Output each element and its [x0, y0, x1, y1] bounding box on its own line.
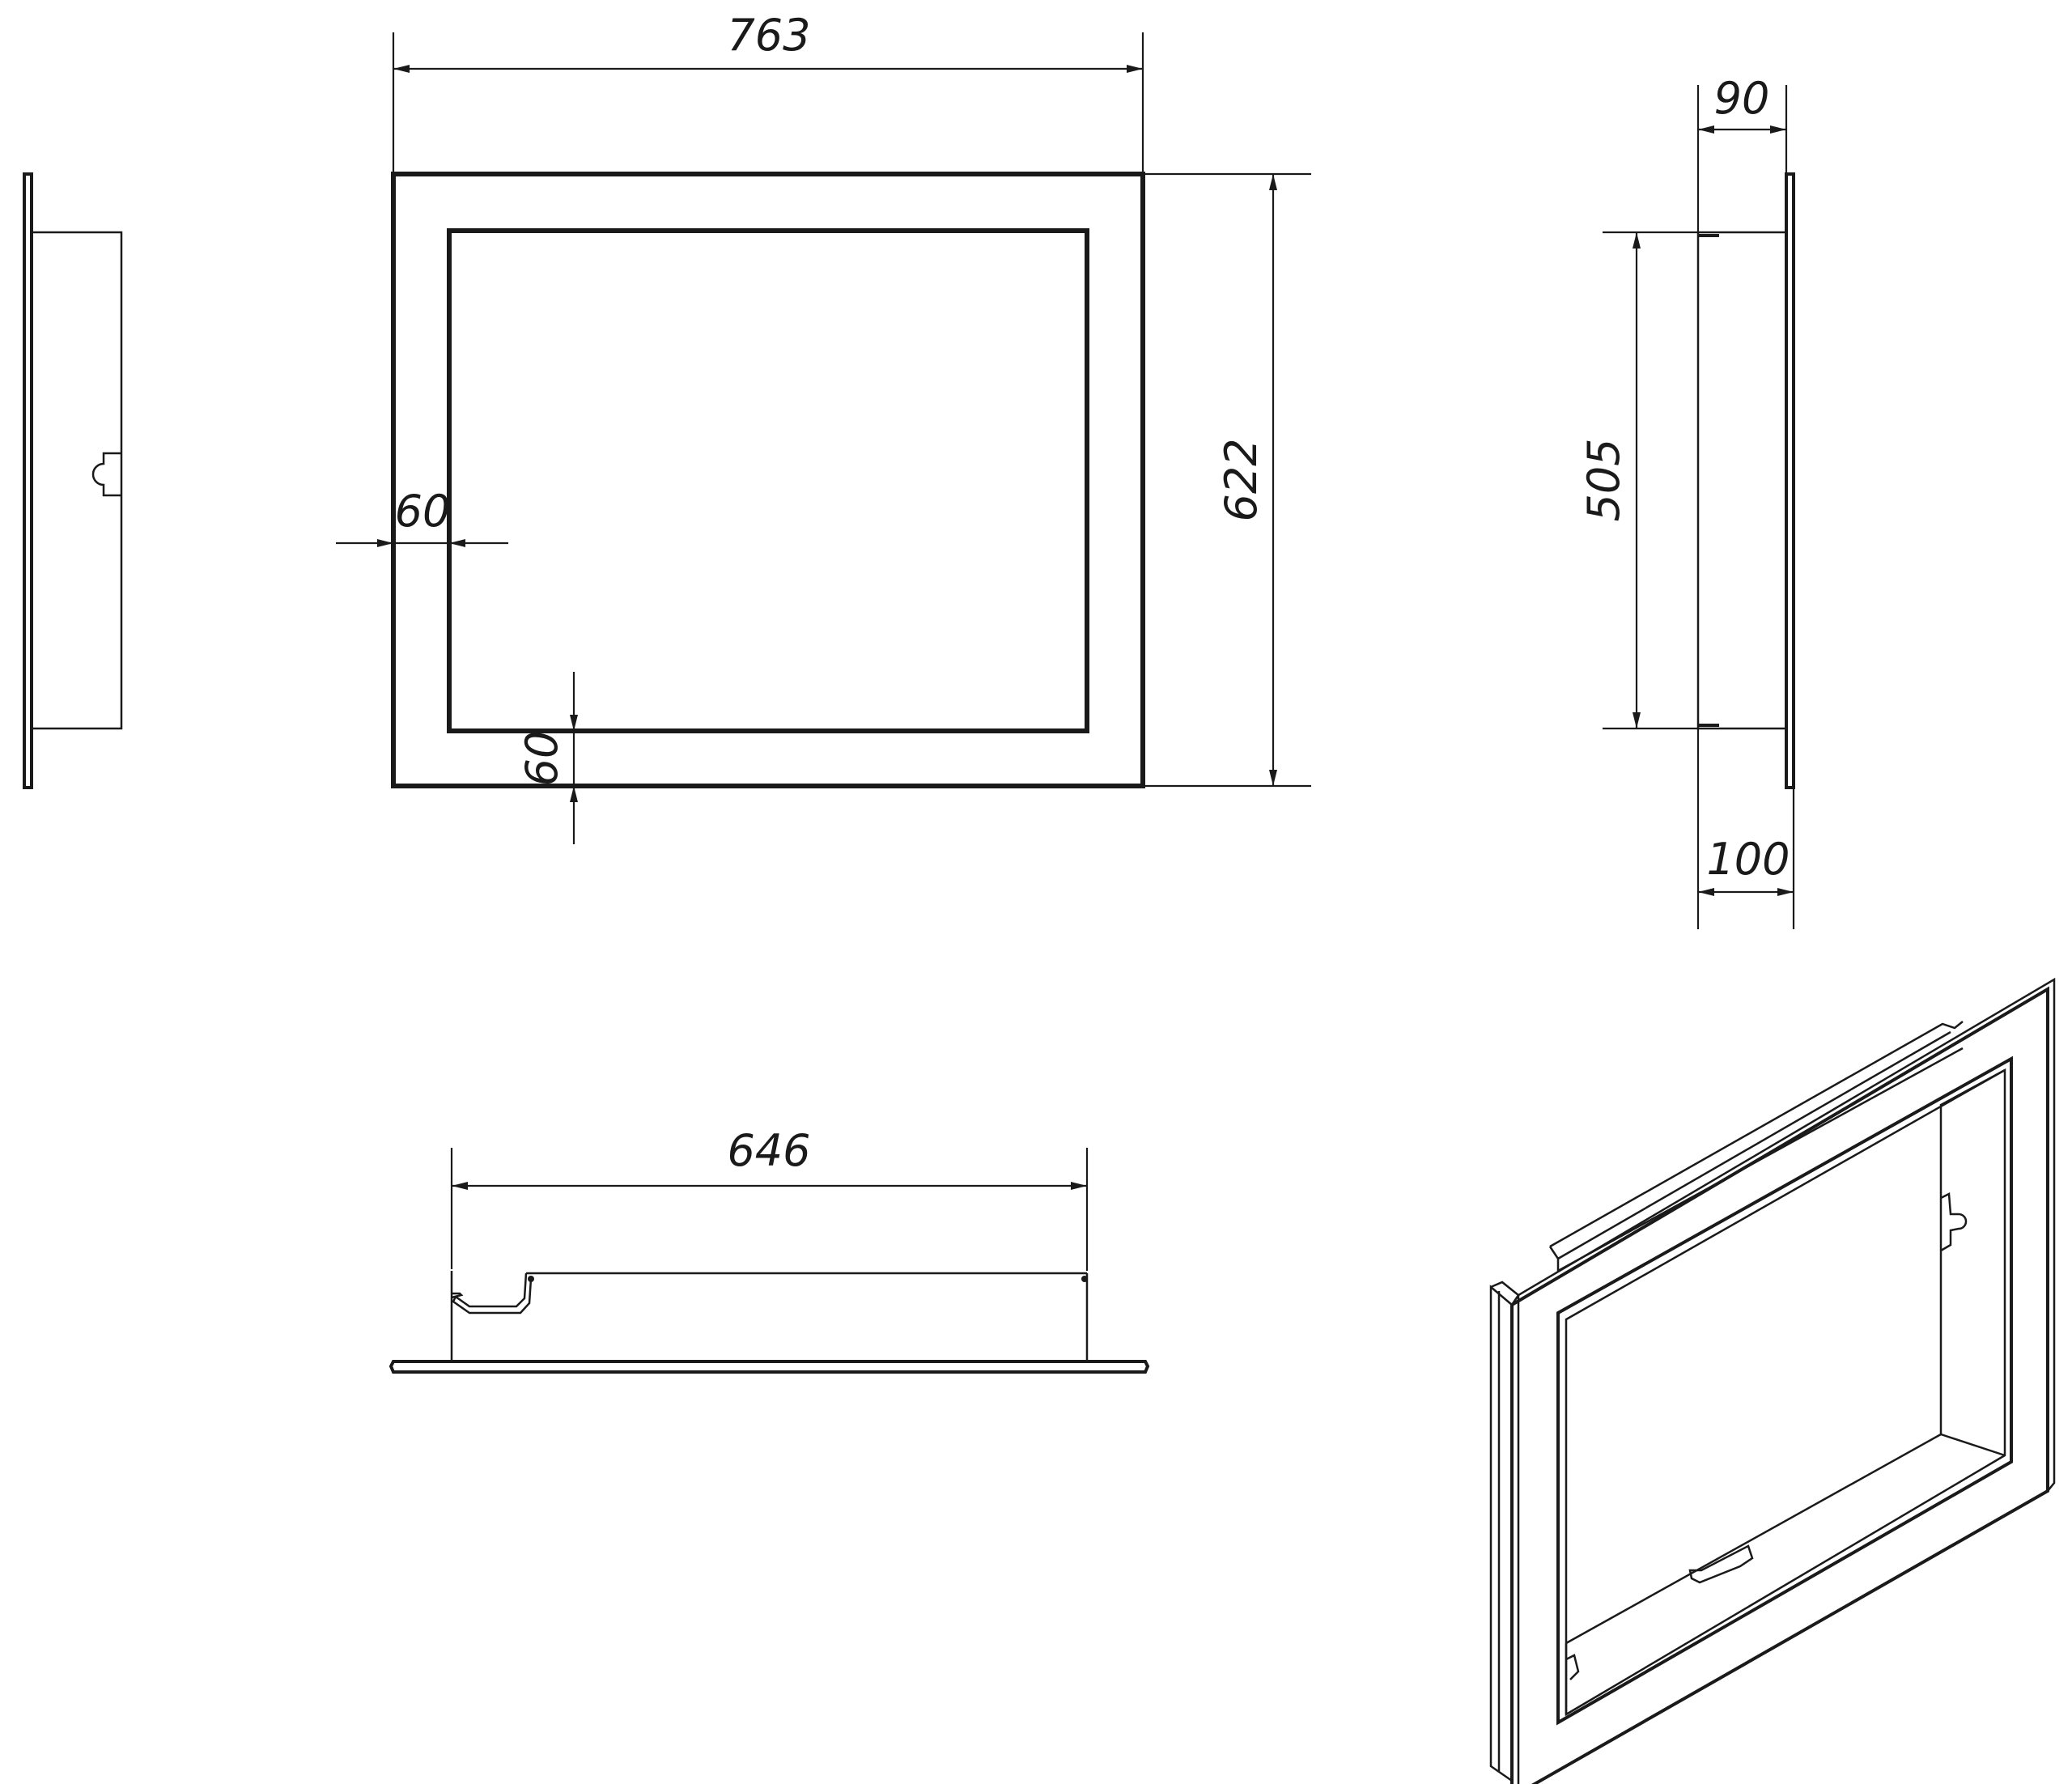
dim-label-height: 622 — [1216, 438, 1267, 521]
iso-box-side-hook — [1940, 1192, 1968, 1252]
bottom-view: 646 — [388, 1125, 1150, 1374]
dim-label-side-border: 60 — [395, 486, 451, 537]
dim-label-width: 763 — [727, 10, 810, 61]
iso-box-back-edges — [1565, 1068, 2006, 1645]
iso-top-box-lip — [1557, 1030, 1951, 1260]
bottom-hook-profile — [452, 1272, 533, 1315]
right-box-body — [1696, 231, 1786, 730]
iso-frame-edge-right — [1510, 977, 2056, 1492]
bottom-pin-left — [528, 1276, 534, 1282]
iso-box-bottom-hook — [1688, 1544, 1754, 1584]
left-box-body — [32, 231, 123, 730]
left-side-view — [23, 172, 123, 789]
bottom-pin-right — [1081, 1276, 1088, 1282]
dim-label-inner-height: 505 — [1578, 438, 1629, 521]
bottom-flange-plate — [388, 1360, 1150, 1374]
iso-frame-outer — [1510, 986, 2049, 1784]
front-inner-opening — [447, 228, 1089, 733]
isometric-view — [1489, 977, 2056, 1784]
right-side-view: 505 90 100 — [1578, 73, 1795, 929]
dim-label-bottom-border: 60 — [516, 731, 567, 787]
right-flange-plate — [1785, 172, 1795, 789]
iso-frame-inner-border — [1556, 1056, 2013, 1726]
left-flange-plate — [23, 172, 33, 789]
dim-label-length: 646 — [727, 1125, 810, 1176]
iso-top-box-edge — [1549, 1021, 1964, 1248]
iso-box-left-lip — [1565, 1654, 1580, 1680]
front-outer-frame — [391, 172, 1145, 788]
left-hook-notch — [91, 452, 121, 497]
iso-top-box-front — [1548, 1047, 1964, 1273]
iso-frame-inner-border-2 — [1565, 1068, 2006, 1717]
iso-frame-edge-left — [1517, 1295, 1520, 1784]
dim-label-depth-overall: 100 — [1706, 834, 1790, 885]
dim-label-depth-inner: 90 — [1714, 73, 1770, 124]
iso-left-flange-top — [1490, 1281, 1519, 1296]
iso-box-bottom-corner — [1940, 1433, 2006, 1457]
iso-left-flange — [1489, 1285, 1513, 1782]
front-view: 763 622 60 60 — [336, 10, 1311, 844]
